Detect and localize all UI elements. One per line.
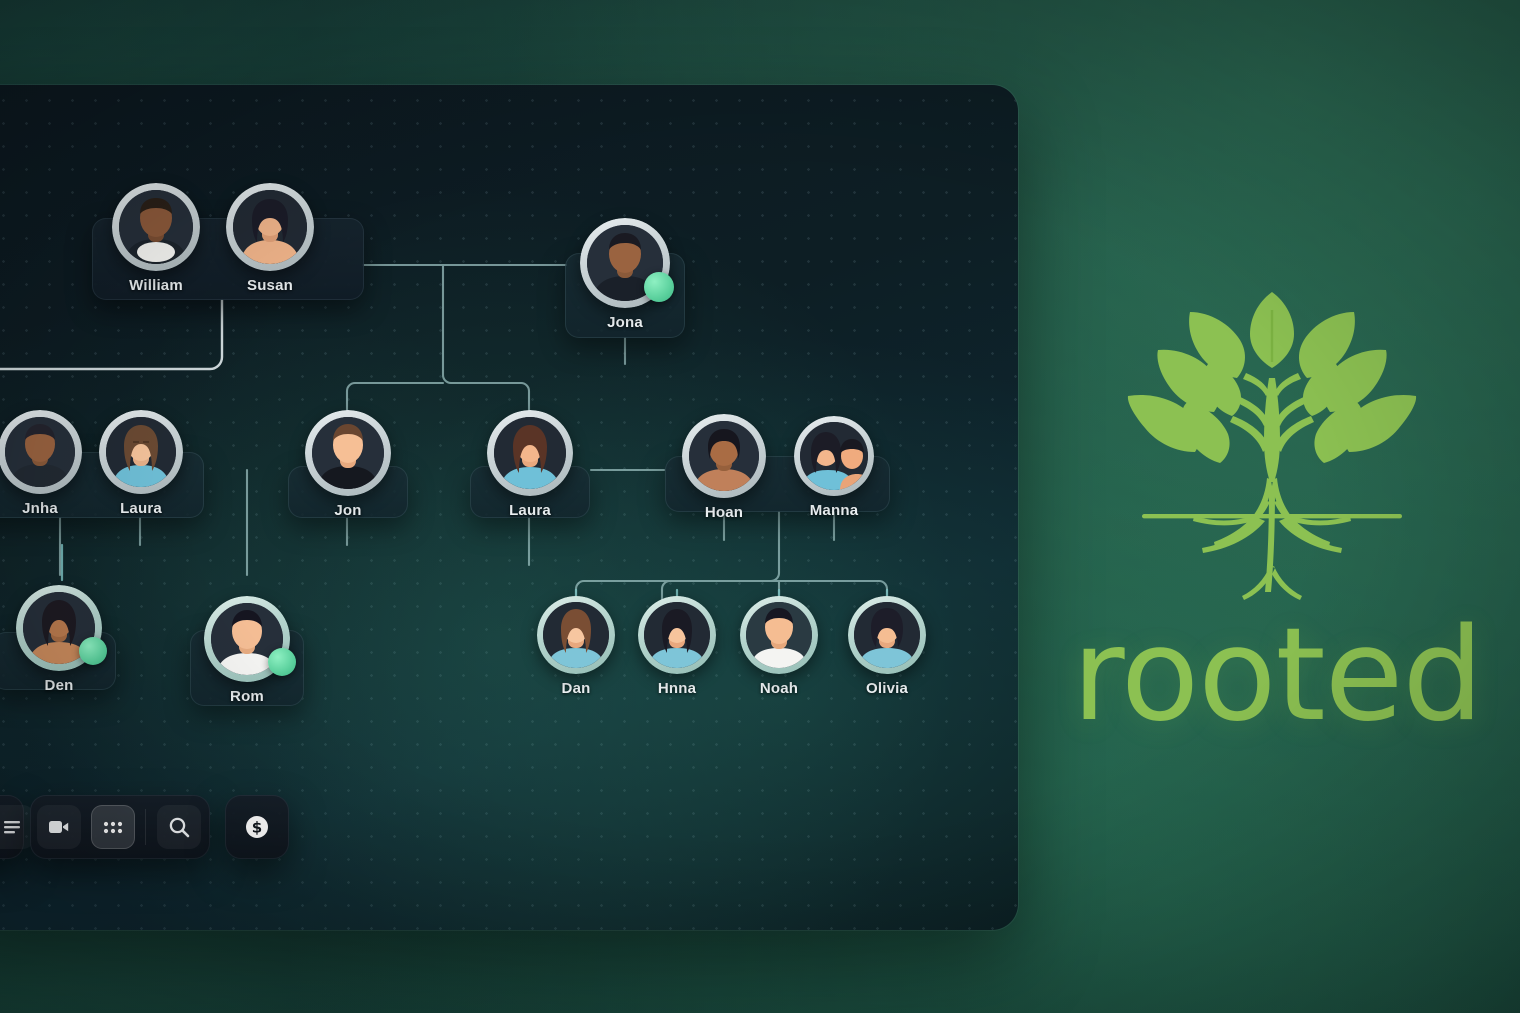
grid-dots-icon [103, 821, 123, 834]
search-icon [169, 817, 190, 838]
toolbar-group-money: $ [225, 795, 289, 859]
avatar-illustration [23, 592, 95, 664]
toolbar-group-left [0, 795, 34, 859]
person-name: Jnha [22, 500, 58, 517]
person-node-susan[interactable]: Susan [226, 183, 314, 294]
person-name: Noah [759, 680, 799, 697]
toolbar-group-main [30, 795, 210, 859]
svg-text:$: $ [252, 819, 262, 837]
avatar-illustration [494, 417, 566, 489]
video-button[interactable] [37, 805, 81, 849]
avatar-illustration [312, 417, 384, 489]
avatar [226, 183, 314, 271]
avatar [682, 414, 766, 498]
avatar [638, 596, 716, 674]
money-button[interactable]: $ [235, 805, 279, 849]
toolbar-divider [145, 809, 146, 845]
person-name: Jona [607, 314, 643, 331]
person-node-jnha[interactable]: Jnha [0, 410, 82, 517]
status-badge-online [79, 637, 107, 665]
list-button[interactable] [0, 805, 34, 849]
avatar [204, 596, 296, 682]
person-node-jon[interactable]: Jon [305, 410, 391, 519]
avatar [0, 410, 82, 494]
avatar-illustration [119, 190, 193, 264]
person-name: Dan [561, 680, 591, 697]
avatar [112, 183, 200, 271]
person-name: Hnna [657, 680, 697, 697]
video-camera-icon [49, 821, 69, 833]
avatar-illustration [543, 602, 609, 668]
avatar [580, 218, 674, 308]
person-node-laura-right[interactable]: Laura [487, 410, 573, 519]
avatar [740, 596, 818, 674]
avatar [487, 410, 573, 496]
person-name: Laura [509, 502, 551, 519]
person-node-laura-left[interactable]: Laura [99, 410, 183, 517]
person-node-rom[interactable]: Rom [204, 596, 296, 705]
avatar [99, 410, 183, 494]
search-button[interactable] [157, 805, 201, 849]
dollar-coin-icon: $ [246, 816, 268, 838]
list-icon [4, 821, 20, 834]
person-name: Laura [120, 500, 162, 517]
person-name: Jon [334, 502, 362, 519]
avatar [16, 585, 107, 671]
avatar-illustration [854, 602, 920, 668]
apps-button[interactable] [91, 805, 135, 849]
avatar-illustration [644, 602, 710, 668]
brand-wordmark: rooted [1072, 601, 1484, 750]
person-node-noah[interactable]: Noah [740, 596, 818, 697]
tree-with-roots-icon [1127, 292, 1417, 600]
person-name: Hoan [704, 504, 744, 521]
avatar [794, 416, 874, 496]
avatar-illustration [233, 190, 307, 264]
person-name: William [129, 277, 183, 294]
person-name: Rom [230, 688, 264, 705]
avatar-illustration [800, 422, 868, 490]
person-node-jona[interactable]: Jona [580, 218, 674, 331]
person-node-hoan[interactable]: Hoan [682, 414, 766, 521]
avatar [537, 596, 615, 674]
person-node-den[interactable]: Den [16, 585, 107, 694]
person-name: Manna [809, 502, 859, 519]
status-badge-online [644, 272, 674, 302]
avatar-illustration [689, 421, 759, 491]
person-node-dan[interactable]: Dan [537, 596, 615, 697]
person-name: Den [44, 677, 74, 694]
person-node-hnna[interactable]: Hnna [638, 596, 716, 697]
avatar [305, 410, 391, 496]
avatar-illustration [746, 602, 812, 668]
brand-block: rooted [1072, 270, 1484, 750]
person-node-william[interactable]: William [112, 183, 200, 294]
avatar [848, 596, 926, 674]
person-name: Olivia [865, 680, 909, 697]
avatar-illustration [106, 417, 176, 487]
person-node-manna[interactable]: Manna [794, 416, 874, 519]
person-node-olivia[interactable]: Olivia [848, 596, 926, 697]
avatar-illustration [5, 417, 75, 487]
person-name: Susan [246, 277, 293, 294]
status-badge-online [268, 648, 296, 676]
